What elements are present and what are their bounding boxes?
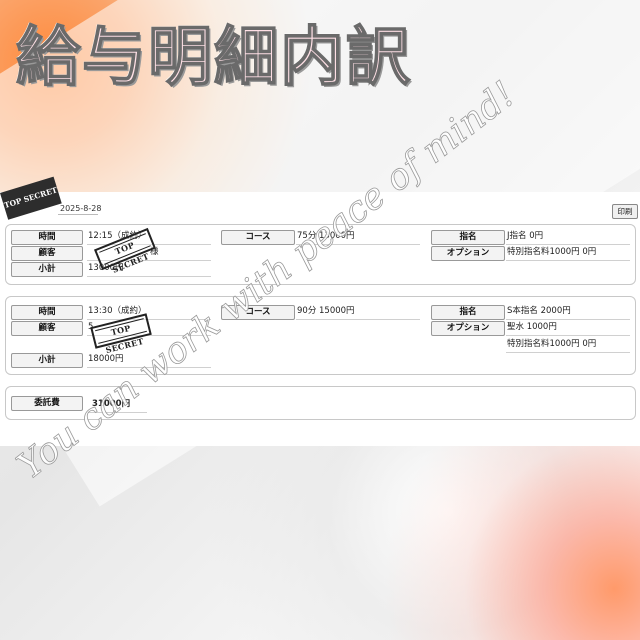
time-value-1: 12:15（成約） [88,231,147,241]
course-underline-2 [296,319,420,320]
option-label-1: オプション [431,246,505,261]
commission-label: 委託費 [11,396,83,411]
time-label-2: 時間 [11,305,83,320]
customer-label-1: 顧客 [11,246,83,261]
course-label-2: コース [221,305,295,320]
option-label-2: オプション [431,321,505,336]
option-value-1-1: 特別指名料1000円 0円 [507,247,597,257]
time-label-1: 時間 [11,230,83,245]
course-value-2: 90分 15000円 [297,306,355,316]
option-value-2-2: 特別指名料1000円 0円 [507,339,597,349]
nomination-underline-2 [506,319,630,320]
commission-value: 31000円 [92,399,131,409]
nomination-label-1: 指名 [431,230,505,245]
option-value-2-1: 聖水 1000円 [507,322,557,332]
option-underline-1-1 [506,260,630,261]
date-underline [58,214,98,215]
nomination-value-1: J指名 0円 [507,231,544,241]
time-underline-2 [87,319,211,320]
subtotal-label-1: 小計 [11,262,83,277]
nomination-label-2: 指名 [431,305,505,320]
statement-date: 2025-8-28 [60,204,102,213]
option-underline-2-2 [506,352,630,353]
customer-underline-2 [87,335,211,336]
customer-value-1: 様 [150,247,159,257]
print-button[interactable]: 印刷 [612,204,638,219]
nomination-underline-1 [506,244,630,245]
subtotal-underline-2 [87,367,211,368]
subtotal-underline-1 [87,276,211,277]
commission-card [5,386,636,420]
nomination-value-2: S本指名 2000円 [507,306,571,316]
course-value-1: 75分 13000円 [297,231,355,241]
time-value-2: 13:30（成約） [88,306,147,316]
course-label-1: コース [221,230,295,245]
subtotal-label-2: 小計 [11,353,83,368]
subtotal-value-2: 18000円 [88,354,124,364]
commission-underline [87,412,147,413]
page-title: 給与明細内訳 [15,20,412,96]
customer-label-2: 顧客 [11,321,83,336]
course-underline-1 [296,244,420,245]
option-underline-2-1 [506,335,630,336]
